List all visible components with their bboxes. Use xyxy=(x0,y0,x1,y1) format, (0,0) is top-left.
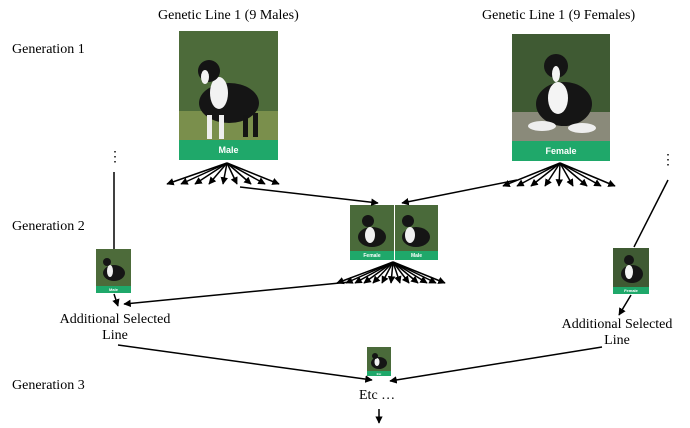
generation-3-photo: Etc xyxy=(367,347,391,376)
male-offspring-arrow xyxy=(180,162,228,185)
male-dog-photo: Male xyxy=(179,31,278,160)
pair-offspring-arrow xyxy=(363,261,394,284)
male-offspring-arrow xyxy=(208,162,228,185)
female-offspring-arrow xyxy=(559,162,574,187)
left-male-photo: Male xyxy=(96,249,131,293)
female-badge: Female xyxy=(512,141,610,161)
pair-offspring-arrow xyxy=(381,261,394,284)
pair-offspring-arrow xyxy=(387,261,396,284)
pair-offspring-arrow xyxy=(372,261,394,284)
right-line-connector xyxy=(633,179,669,248)
right-ellipsis: ⋮ xyxy=(661,153,675,168)
pair-offspring-arrow xyxy=(392,261,446,284)
pair-female-badge: Female xyxy=(350,251,394,260)
female-offspring-arrow xyxy=(502,162,561,187)
generation-3-badge: Etc xyxy=(367,371,391,376)
left-ellipsis: ⋮ xyxy=(108,150,122,165)
female-dog-photo: Female xyxy=(512,34,610,161)
generation-3-label: Generation 3 xyxy=(12,378,85,393)
male-offspring-arrow xyxy=(226,162,280,185)
left-additional-line-label-2: Line xyxy=(102,328,128,343)
right-female-image xyxy=(613,248,649,294)
pair-to-left-line-arrow xyxy=(123,281,351,308)
right-additional-line-label-1: Additional Selected xyxy=(561,317,673,332)
female-offspring-arrow xyxy=(555,162,564,187)
selected-male-to-pair-arrow xyxy=(239,186,379,206)
etc-label: Etc … xyxy=(359,388,396,403)
male-offspring-arrow xyxy=(226,162,266,185)
generation-2-label: Generation 2 xyxy=(12,219,85,234)
male-offspring-arrow xyxy=(194,162,228,185)
left-line-to-gen3-arrow xyxy=(117,344,373,383)
left-additional-line-label-1: Additional Selected xyxy=(59,312,171,327)
male-dog-image xyxy=(179,31,278,160)
female-offspring-arrow xyxy=(544,162,561,187)
female-dog-image xyxy=(512,34,610,161)
pair-offspring-arrow xyxy=(392,261,419,284)
offspring-pair-photo: Female Male xyxy=(350,205,438,260)
left-male-image xyxy=(96,249,131,293)
male-offspring-arrow xyxy=(226,162,238,185)
title-females: Genetic Line 1 (9 Females) xyxy=(482,8,636,23)
right-photo-to-label-arrow xyxy=(618,294,632,316)
pair-male-badge: Male xyxy=(395,251,438,260)
offspring-pair-image xyxy=(350,205,438,260)
female-offspring-arrow xyxy=(530,162,561,187)
male-offspring-arrow xyxy=(220,162,228,185)
male-offspring-arrow xyxy=(226,162,252,185)
male-badge: Male xyxy=(179,140,278,160)
male-offspring-arrow xyxy=(166,162,228,186)
right-additional-line-label-2: Line xyxy=(604,333,630,348)
female-offspring-arrow xyxy=(559,162,616,187)
title-males: Genetic Line 1 (9 Males) xyxy=(158,8,299,23)
right-line-to-gen3-arrow xyxy=(389,346,603,384)
pair-offspring-arrow xyxy=(392,261,402,284)
left-male-badge: Male xyxy=(96,286,131,293)
female-offspring-arrow xyxy=(516,162,561,187)
selected-female-to-pair-arrow xyxy=(401,179,518,206)
female-offspring-arrow xyxy=(559,162,602,187)
left-photo-to-label-arrow xyxy=(112,293,120,307)
generation-1-label: Generation 1 xyxy=(12,42,85,57)
pair-offspring-arrow xyxy=(354,261,394,284)
right-female-badge: Female xyxy=(613,287,649,294)
pair-offspring-arrow xyxy=(392,261,410,284)
female-offspring-arrow xyxy=(559,162,588,187)
right-female-photo: Female xyxy=(613,248,649,294)
